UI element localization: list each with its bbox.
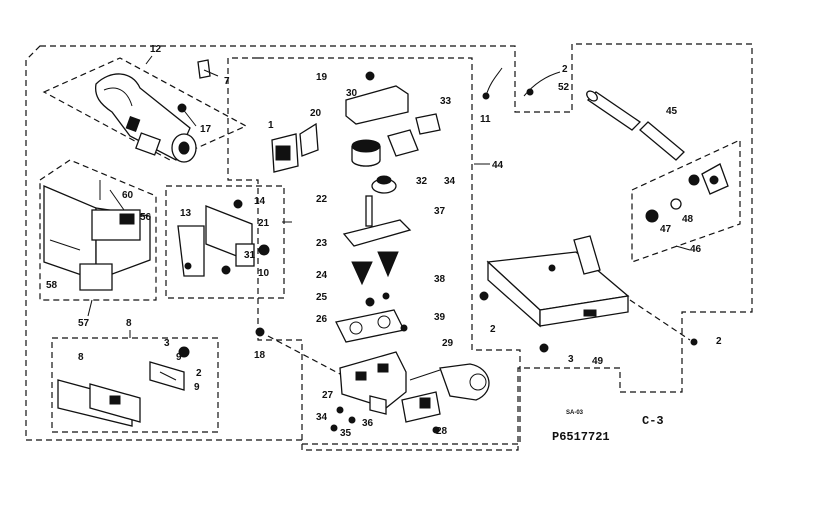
callout-52: 52 — [558, 82, 570, 93]
callout-2: 2 — [716, 336, 722, 347]
wire-part-31 — [485, 67, 503, 97]
callout-2: 2 — [196, 368, 202, 379]
callout-12: 12 — [150, 44, 162, 55]
callout-9: 9 — [194, 382, 200, 393]
callout-28: 28 — [436, 426, 448, 437]
callout-14: 14 — [254, 196, 266, 207]
callout-37: 37 — [434, 206, 446, 217]
leader-2-right — [629, 299, 691, 341]
screw-part-17 — [177, 103, 197, 127]
callout-21: 21 — [258, 218, 270, 229]
callout-18: 18 — [254, 350, 266, 361]
callout-33: 33 — [440, 96, 452, 107]
callout-26: 26 — [316, 314, 328, 325]
wire-part-52 — [523, 71, 561, 97]
callout-2: 2 — [490, 324, 496, 335]
group-8-box — [51, 337, 219, 433]
callout-58: 58 — [46, 280, 58, 291]
screw-part-18 — [255, 327, 265, 337]
group-44-box — [227, 57, 521, 445]
screw-part-3-bracket — [539, 343, 549, 353]
callout-19: 19 — [316, 72, 328, 83]
callout-labels: 1 2 2 2 2 3 3 7 8 8 9 9 10 11 12 13 14 1… — [46, 44, 722, 439]
drawing-number: P6517721 — [552, 430, 610, 444]
group-12-box — [42, 57, 248, 161]
outer-border — [25, 43, 753, 451]
callout-34: 34 — [316, 412, 328, 423]
callout-47: 47 — [660, 224, 672, 235]
callout-30: 30 — [346, 88, 358, 99]
screw-part-2-bracket — [479, 291, 489, 301]
callout-27: 27 — [322, 390, 334, 401]
callout-46: 46 — [690, 244, 702, 255]
callout-49: 49 — [592, 356, 604, 367]
callout-32: 32 — [416, 176, 428, 187]
callout-35: 35 — [340, 428, 352, 439]
callout-7: 7 — [224, 76, 230, 87]
group-13-box — [165, 185, 285, 299]
callout-22: 22 — [316, 194, 328, 205]
screw-part-2-right — [690, 338, 698, 346]
callout-24: 24 — [316, 270, 328, 281]
callout-36: 36 — [362, 418, 374, 429]
callout-25: 25 — [316, 292, 328, 303]
callout-17: 17 — [200, 124, 212, 135]
leader-18 — [267, 335, 341, 375]
callout-13: 13 — [180, 208, 192, 219]
tube-assembly — [94, 73, 197, 163]
leader-lines — [87, 55, 691, 338]
callout-20: 20 — [310, 108, 322, 119]
callout-45: 45 — [666, 106, 678, 117]
group-57-box — [39, 159, 157, 301]
callout-34: 34 — [444, 176, 456, 187]
callout-1: 1 — [268, 120, 274, 131]
valve-body-block — [43, 180, 151, 291]
callout-3: 3 — [568, 354, 574, 365]
orifice-assembly — [645, 163, 729, 223]
callout-57: 57 — [78, 318, 90, 329]
callout-31: 31 — [244, 250, 256, 261]
callout-8: 8 — [126, 318, 132, 329]
small-mark: SA-03 — [566, 410, 584, 416]
callout-2: 2 — [562, 64, 568, 75]
callout-29: 29 — [442, 338, 454, 349]
clip-part-7 — [197, 59, 219, 79]
callout-56: 56 — [140, 212, 152, 223]
bracket-assembly — [177, 199, 270, 277]
valve-assembly — [57, 346, 190, 427]
group-46-box — [631, 139, 741, 263]
callout-44: 44 — [492, 160, 504, 171]
callout-38: 38 — [434, 274, 446, 285]
callout-48: 48 — [682, 214, 694, 225]
callout-60: 60 — [122, 190, 134, 201]
callout-39: 39 — [434, 312, 446, 323]
callout-3: 3 — [164, 338, 170, 349]
mounting-bracket — [486, 235, 630, 328]
rod-part-45 — [586, 90, 685, 161]
callout-10: 10 — [258, 268, 270, 279]
callout-8: 8 — [78, 352, 84, 363]
callout-11: 11 — [480, 114, 491, 125]
page-code: C-3 — [642, 414, 664, 428]
pilot-valve-stack — [271, 71, 490, 434]
callout-9: 9 — [176, 352, 182, 363]
callout-23: 23 — [316, 238, 328, 249]
